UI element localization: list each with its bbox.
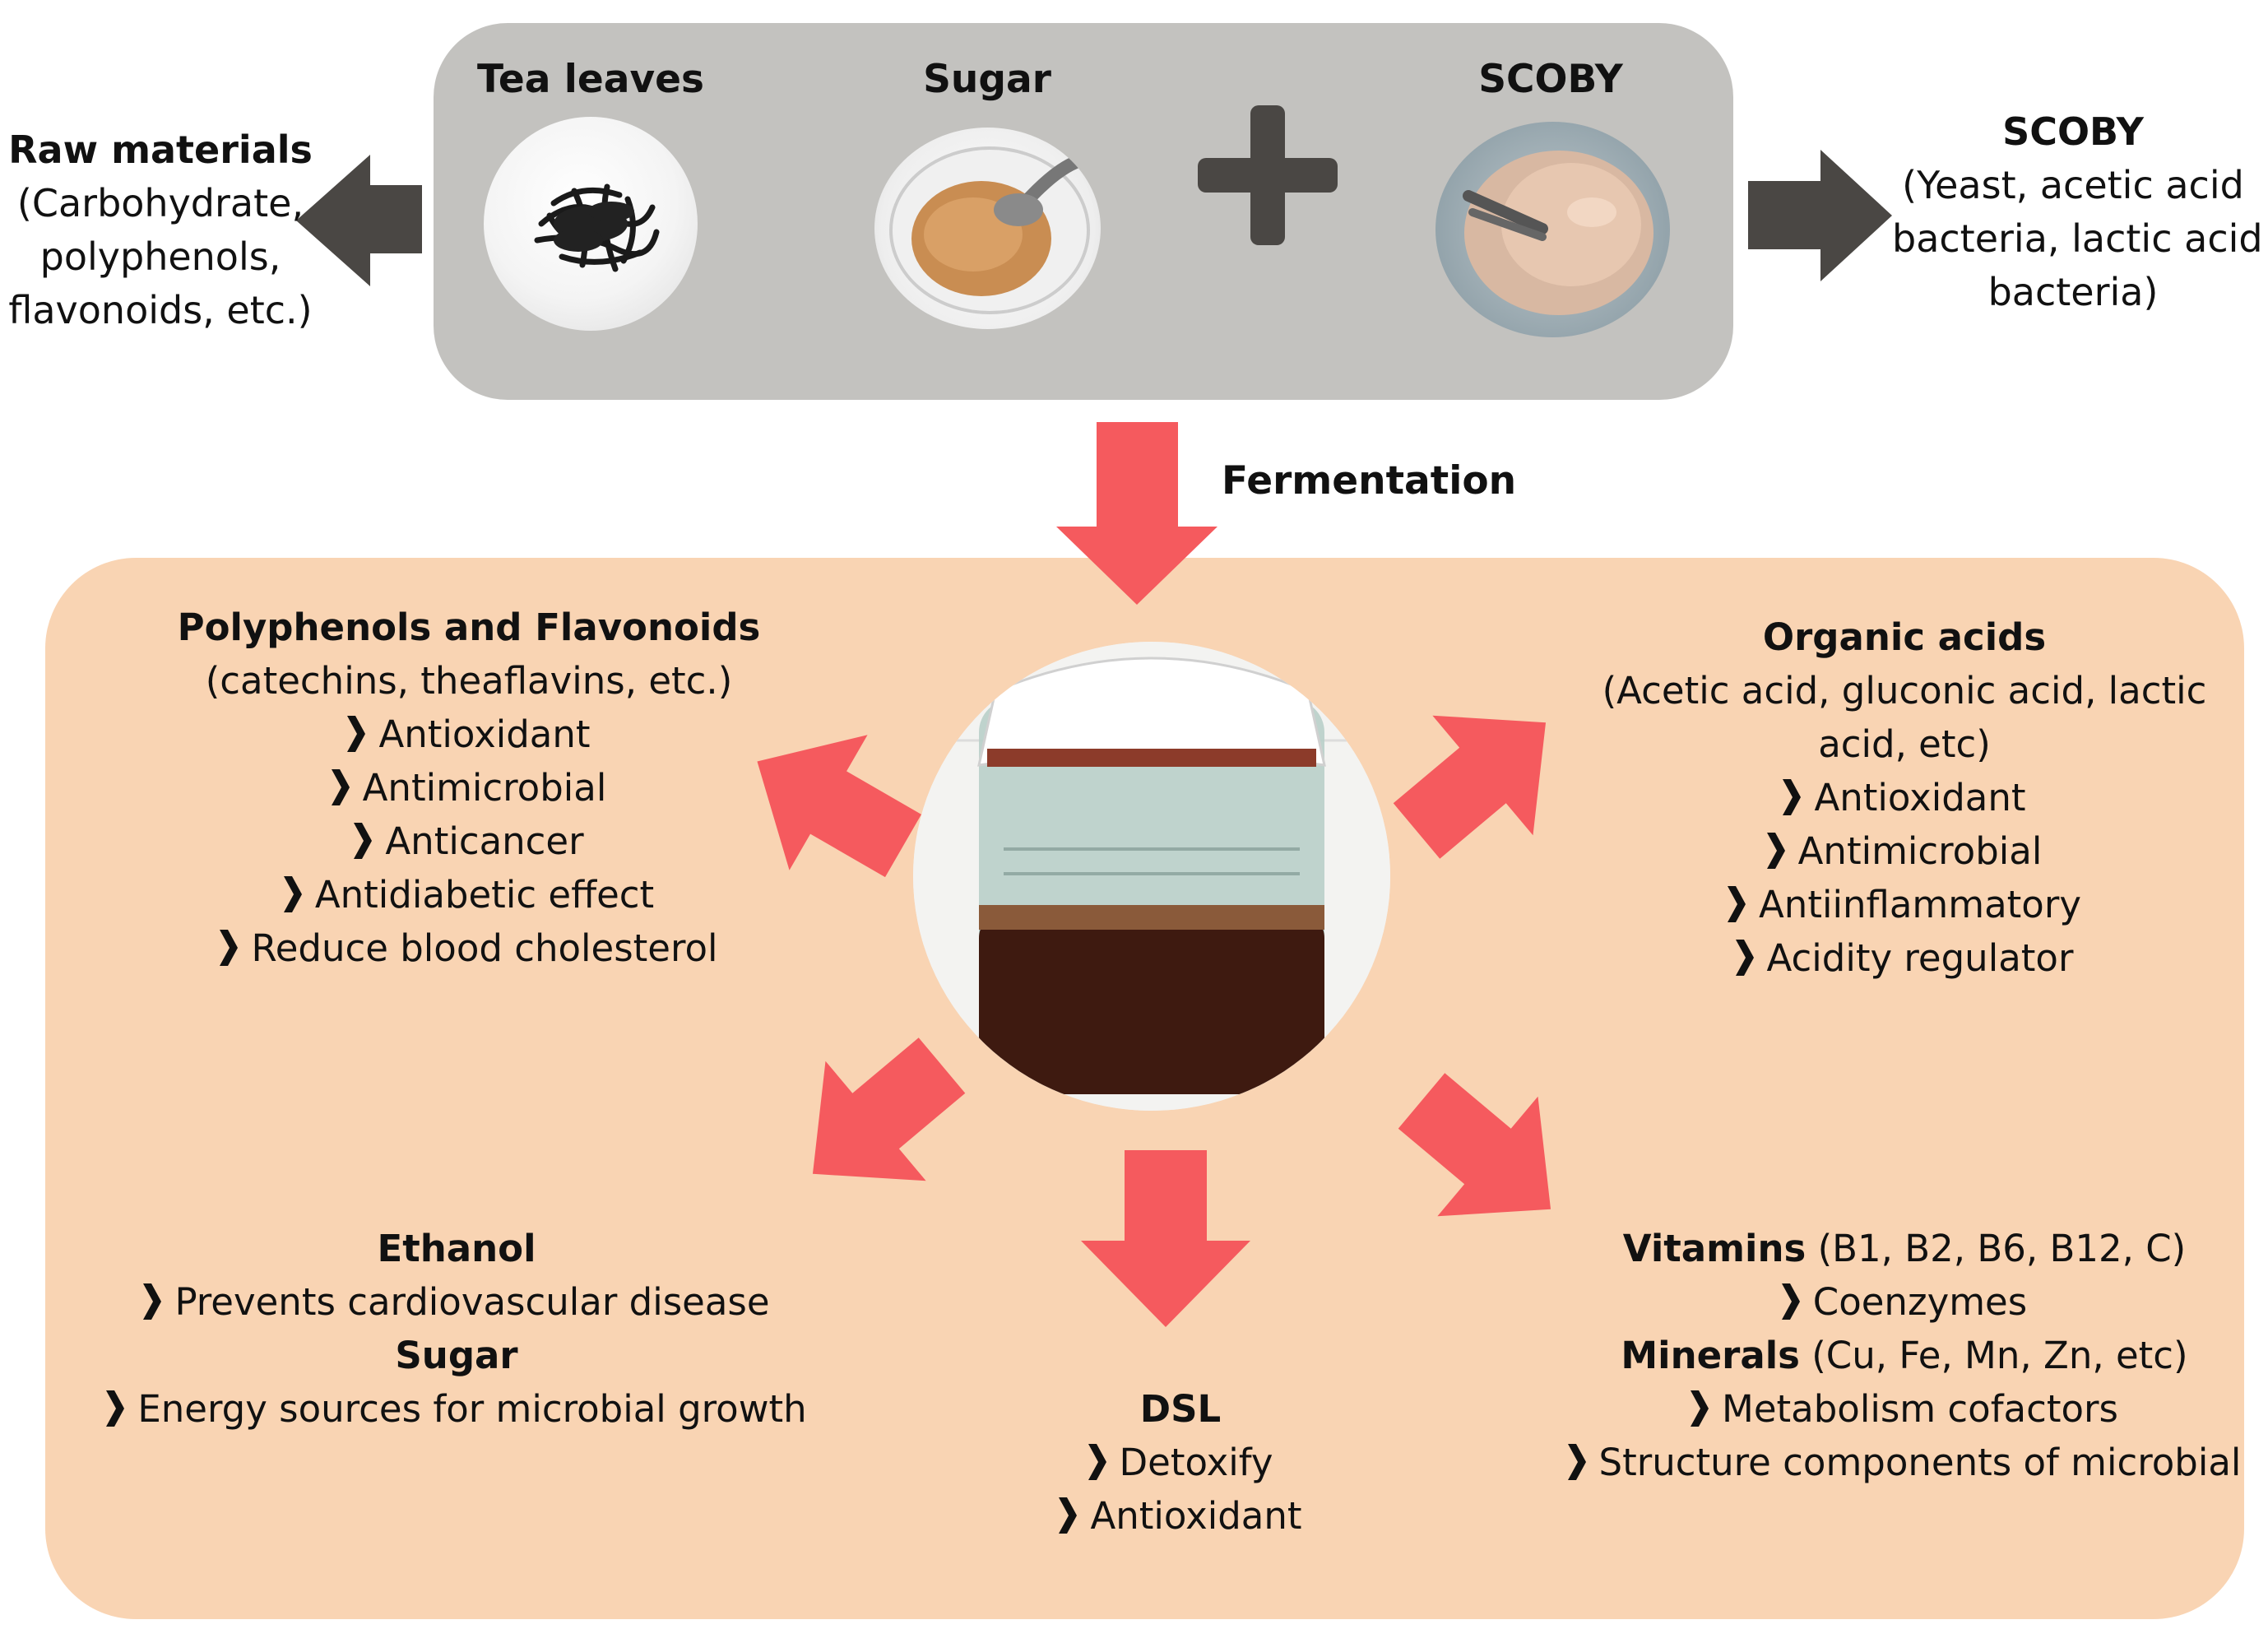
list-item: Detoxify [983,1436,1378,1489]
arrow-to-dsl [1081,1150,1250,1327]
scoby-composition-line: bacteria) [1987,270,2159,314]
list-item: Coenzymes [1547,1275,2262,1329]
left-arrow [296,155,422,286]
chevron-right-icon [331,769,350,805]
list-item: Antioxidant [1555,771,2254,824]
scoby-icon [1463,151,1653,315]
scoby-label: SCOBY [1478,57,1623,102]
tea-leaves-icon [534,183,660,272]
tea-leaves-image [484,117,698,331]
sugar-bowl-icon [889,146,1090,314]
fermentation-arrow [1056,422,1217,605]
vitamins-detail: (B1, B2, B6, B12, C) [1806,1227,2187,1270]
polyphenols-title: Polyphenols and Flavonoids [177,606,761,649]
list-item: Antimicrobial [1555,824,2254,878]
chevron-right-icon [1691,1390,1709,1427]
polyphenols-block: Polyphenols and Flavonoids (catechins, t… [123,601,814,975]
arrow-to-polyphenols [757,735,921,878]
sugar-image [874,128,1101,329]
ethanol-title: Ethanol [377,1227,536,1270]
chevron-right-icon [1567,1444,1586,1480]
sugar-label: Sugar [923,57,1051,102]
chevron-right-icon [347,716,366,752]
scoby-composition-block: SCOBY (Yeast, acetic acid bacteria, lact… [1892,105,2263,319]
chevron-right-icon [1059,1497,1078,1534]
scoby-composition-title: SCOBY [2002,109,2144,154]
tea-leaves-label: Tea leaves [477,57,704,102]
list-item: Antioxidant [983,1489,1378,1543]
chevron-right-icon [1088,1444,1106,1480]
list-item: Structure components of microbial [1547,1436,2262,1489]
raw-materials-line: polyphenols, [39,234,281,279]
list-item: Acidity regulator [1555,931,2254,985]
chevron-right-icon [220,930,239,966]
plus-icon [1198,105,1338,245]
polyphenols-subtitle: (catechins, theaflavins, etc.) [205,659,733,703]
arrow-to-ethanol [812,1037,966,1181]
chevron-right-icon [106,1390,125,1427]
minerals-heading: Minerals (Cu, Fe, Mn, Zn, etc) [1547,1329,2262,1382]
chevron-right-icon [1735,940,1754,976]
organic-acids-subtitle: (Acetic acid, gluconic acid, lactic [1602,669,2207,712]
list-item: Antidiabetic effect [123,868,814,921]
vitamins-title: Vitamins [1622,1227,1807,1270]
scoby-composition-line: bacteria, lactic acid [1892,216,2263,261]
scoby-image [1435,122,1670,337]
dsl-block: DSL Detoxify Antioxidant [983,1382,1378,1543]
vitamins-block: Vitamins (B1, B2, B6, B12, C) Coenzymes … [1547,1222,2262,1489]
list-item: Energy sources for microbial growth [90,1382,823,1436]
organic-acids-title: Organic acids [1762,615,2047,659]
scoby-composition-line: (Yeast, acetic acid [1902,163,2244,207]
list-item: Metabolism cofactors [1547,1382,2262,1436]
organic-acids-block: Organic acids (Acetic acid, gluconic aci… [1555,610,2254,985]
chevron-right-icon [143,1283,162,1320]
arrow-to-vitamins [1398,1073,1551,1217]
list-item: Antioxidant [123,708,814,761]
chevron-right-icon [1766,833,1785,869]
raw-materials-line: flavonoids, etc.) [8,288,313,332]
list-item: Reduce blood cholesterol [123,921,814,975]
sugar-title: Sugar [395,1334,518,1377]
minerals-title: Minerals [1621,1334,1800,1377]
ethanol-block: Ethanol Prevents cardiovascular disease … [90,1222,823,1436]
list-item: Antimicrobial [123,761,814,815]
minerals-detail: (Cu, Fe, Mn, Zn, etc) [1799,1334,2188,1377]
vitamins-heading: Vitamins (B1, B2, B6, B12, C) [1547,1222,2262,1275]
chevron-right-icon [283,876,302,912]
fermentation-label: Fermentation [1222,458,1517,504]
raw-materials-line: (Carbohydrate, [16,181,304,225]
chevron-right-icon [1781,1283,1800,1320]
raw-materials-block: Raw materials (Carbohydrate, polyphenols… [4,123,317,337]
chevron-right-icon [1728,886,1746,922]
jar-icon [913,642,1390,1111]
list-item: Anticancer [123,815,814,868]
arrow-to-organic-acids [1393,715,1547,859]
raw-materials-title: Raw materials [8,128,313,172]
kombucha-jar-image [913,642,1390,1111]
list-item: Antiinflammatory [1555,878,2254,931]
list-item: Prevents cardiovascular disease [90,1275,823,1329]
organic-acids-subtitle: acid, etc) [1818,722,1991,766]
dsl-title: DSL [1139,1387,1222,1431]
chevron-right-icon [1783,779,1802,815]
chevron-right-icon [354,823,373,859]
right-arrow [1748,150,1892,281]
